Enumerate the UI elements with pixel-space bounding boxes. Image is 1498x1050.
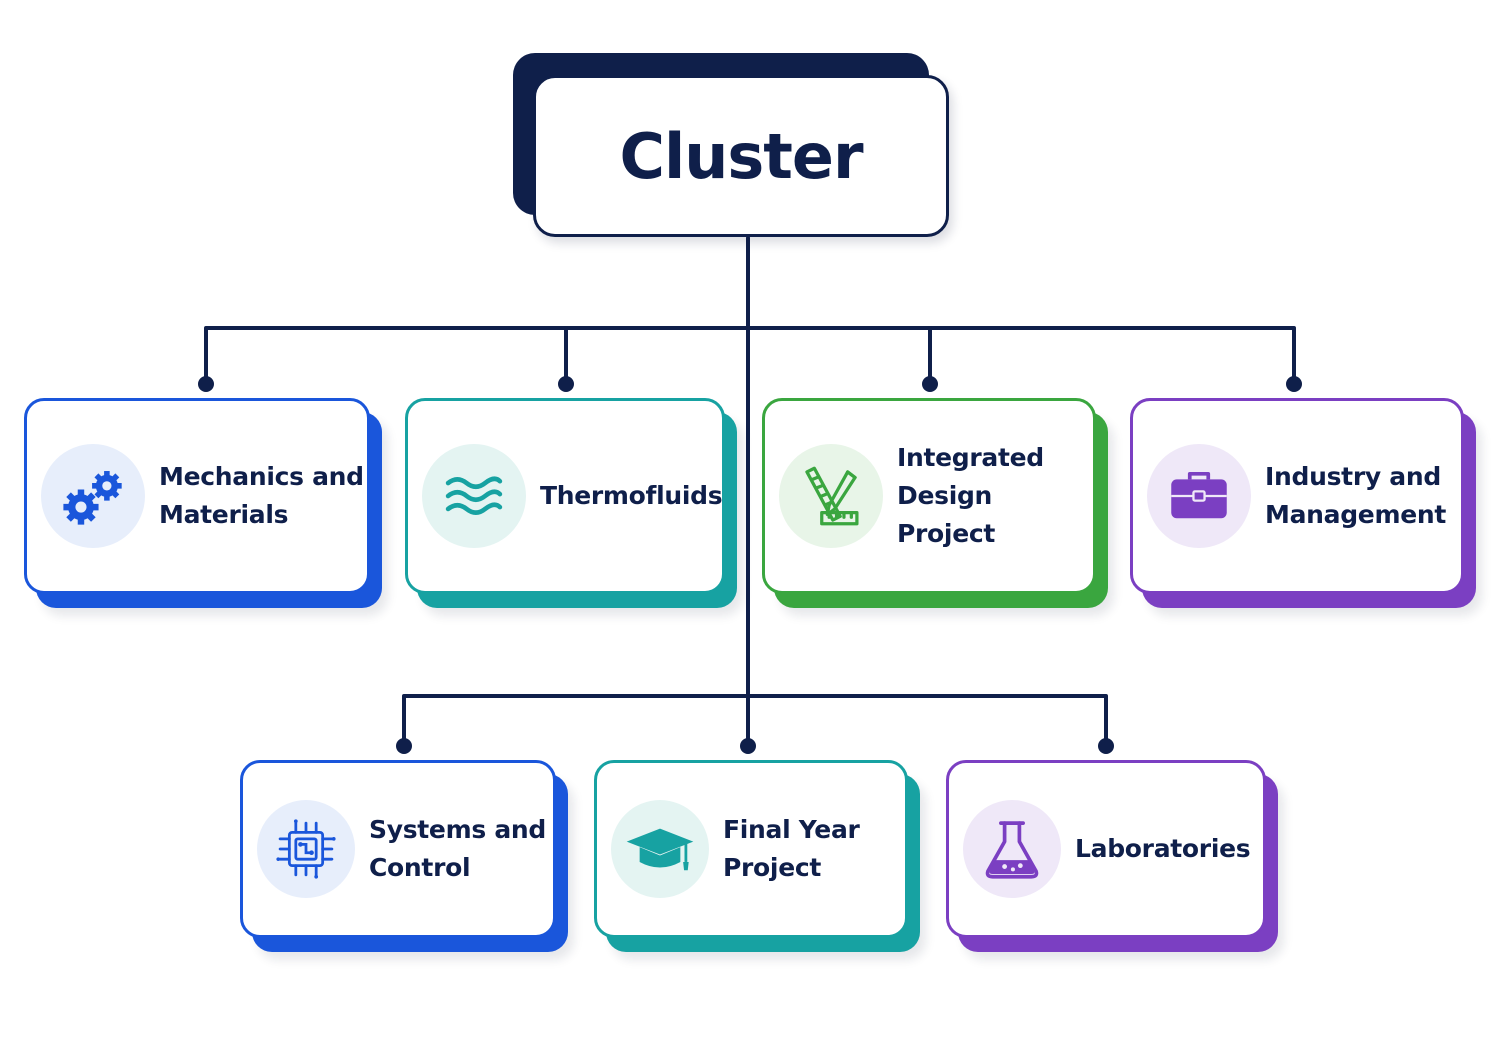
gears-icon [41,444,145,548]
node-industry-and-management: Industry and Management [1130,398,1464,594]
connector-dot [558,376,574,392]
node-mechanics-and-materials: Mechanics and Materials [24,398,370,594]
connector-dot [1098,738,1114,754]
node-final-year-project: Final Year Project [594,760,908,938]
node-integrated-design-project: Integrated Design Project [762,398,1096,594]
ruler-pencil-icon [779,444,883,548]
connector-dot [922,376,938,392]
connector-dot [740,738,756,754]
node-label: Integrated Design Project [897,443,1044,548]
node-label: Thermofluids [540,481,723,510]
waves-icon [422,444,526,548]
node-label: Industry and Management [1265,462,1447,529]
node-laboratories: Laboratories [946,760,1266,938]
briefcase-icon [1147,444,1251,548]
circuit-chip-icon [257,800,355,898]
row1-bus-line [204,326,1296,386]
node-thermofluids: Thermofluids [405,398,725,594]
flask-icon [963,800,1061,898]
connector-dot [396,738,412,754]
node-label: Mechanics and Materials [159,462,364,529]
root-node: Cluster [533,75,949,237]
node-label: Laboratories [1075,834,1251,863]
node-label: Systems and Control [369,815,546,882]
graduation-cap-icon [611,800,709,898]
root-label: Cluster [619,119,863,193]
connector-dot [198,376,214,392]
node-systems-and-control: Systems and Control [240,760,556,938]
connector-dot [1286,376,1302,392]
row2-bus-line [402,694,1108,748]
node-label: Final Year Project [723,815,860,882]
